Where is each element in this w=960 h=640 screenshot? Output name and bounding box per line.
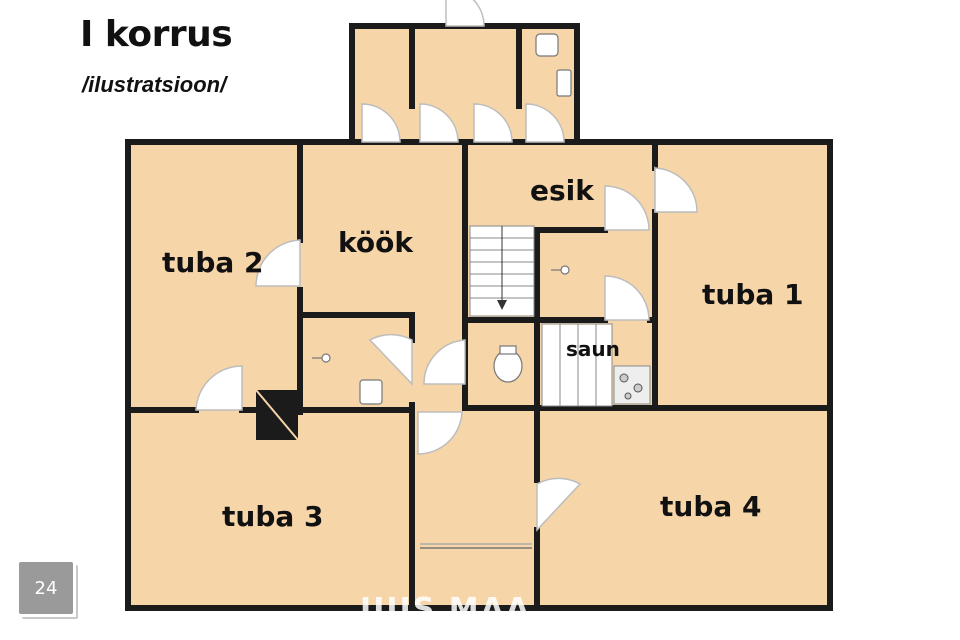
room-label-tuba3: tuba 3	[222, 500, 324, 533]
stairs	[469, 225, 535, 317]
page-subtitle: /ilustratsioon/	[82, 72, 227, 97]
room-label-kook: köök	[338, 226, 414, 259]
chimney	[255, 389, 299, 441]
room-label-tuba1: tuba 1	[702, 278, 804, 311]
doors	[195, 0, 698, 532]
page-title: I korrus	[80, 14, 233, 55]
room-label-saun: saun	[566, 337, 620, 361]
room-label-esik: esik	[530, 174, 595, 207]
sauna-bench	[541, 323, 651, 407]
room-label-tuba2: tuba 2	[162, 246, 264, 279]
room-label-tuba4: tuba 4	[660, 490, 762, 523]
page-number-badge: 24	[19, 562, 78, 619]
watermark: UUS MAA	[360, 592, 532, 627]
fixtures	[312, 33, 572, 405]
sliding-door	[420, 543, 532, 549]
